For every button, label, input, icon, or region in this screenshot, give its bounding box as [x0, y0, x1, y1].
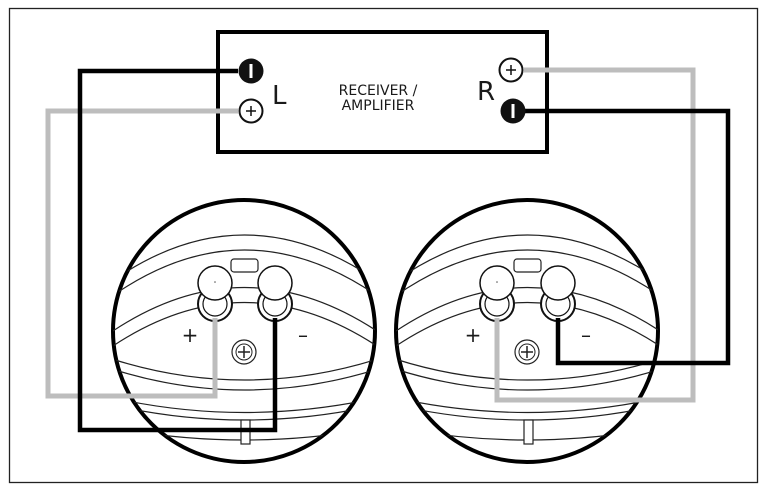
left-speaker-plus-label: +	[182, 323, 199, 347]
left-negative-wire	[77, 68, 278, 433]
right-negative-wire	[525, 108, 731, 366]
left-speaker-bracket	[230, 258, 259, 273]
receiver-left-positive-terminal	[238, 98, 264, 124]
receiver-label-line1: RECEIVER /	[339, 83, 418, 99]
left-speaker-plus-terminal	[197, 265, 233, 322]
right-speaker-minus-terminal	[540, 265, 576, 322]
receiver-box	[216, 30, 549, 154]
right-speaker-minus-label: –	[581, 323, 591, 347]
right-speaker-slot	[523, 419, 534, 445]
right-speaker-plus-terminal	[479, 265, 515, 322]
right-speaker-screw-icon	[514, 339, 540, 365]
outer-frame	[8, 7, 759, 484]
left-speaker-minus-terminal	[257, 265, 293, 322]
left-speaker-screw-icon	[231, 339, 257, 365]
right-speaker-plus-label: +	[465, 323, 482, 347]
left-channel-label: L	[272, 81, 287, 111]
left-speaker-minus-label: –	[298, 323, 308, 347]
right-speaker: + –	[394, 198, 660, 464]
receiver-right-negative-terminal	[500, 98, 526, 124]
receiver-label-line2: AMPLIFIER	[342, 98, 415, 114]
left-speaker: + –	[111, 198, 377, 464]
receiver-left-negative-terminal	[238, 58, 264, 84]
right-speaker-bracket	[513, 258, 542, 273]
receiver-right-positive-terminal	[498, 57, 524, 83]
right-positive-wire	[494, 67, 696, 403]
left-positive-wire	[45, 108, 238, 399]
right-channel-label: R	[477, 77, 495, 107]
